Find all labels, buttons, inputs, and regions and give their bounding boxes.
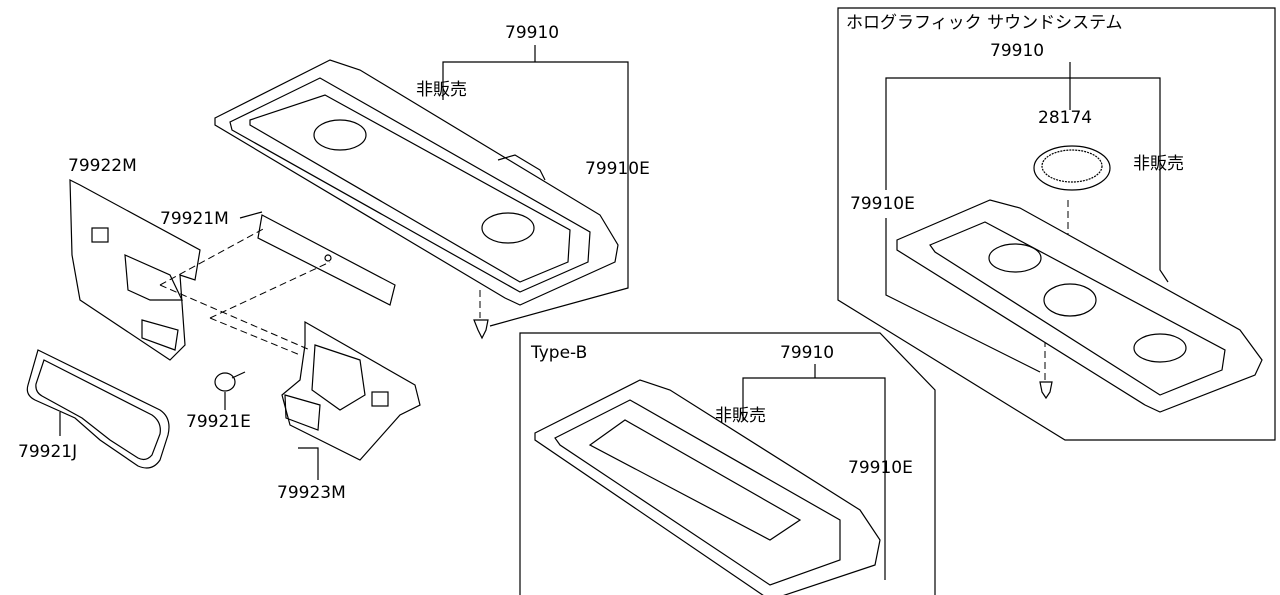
speaker-grille-28174[interactable] xyxy=(1033,145,1111,191)
clip-79921E[interactable] xyxy=(214,371,246,405)
type-b-box xyxy=(519,332,936,595)
type-b-label-not-sold: 非販売 xyxy=(715,406,766,426)
rear-parcel-shelf-79910[interactable] xyxy=(214,59,619,306)
holographic-title: ホログラフィック サウンドシステム xyxy=(846,13,1123,33)
seal-79921J[interactable] xyxy=(26,349,319,480)
label-79923M: 79923M xyxy=(277,483,346,503)
holographic-label-28174: 28174 xyxy=(1038,108,1092,128)
leader-lines-main xyxy=(442,45,629,327)
label-79921M: 79921M xyxy=(160,209,229,229)
type-b-title: Type-B xyxy=(530,343,587,363)
side-trim-79922M[interactable] xyxy=(69,179,201,361)
label-79910E: 79910E xyxy=(585,159,650,179)
holographic-label-79910: 79910 xyxy=(990,41,1044,61)
assembly-dashes xyxy=(159,227,331,356)
label-79910: 79910 xyxy=(505,23,559,43)
label-79922M: 79922M xyxy=(68,156,137,176)
holographic-label-not-sold: 非販売 xyxy=(1133,154,1184,174)
clip-79910-part[interactable] xyxy=(473,319,489,340)
label-79921J: 79921J xyxy=(18,442,77,462)
label-79921E: 79921E xyxy=(186,412,251,432)
type-b-parcel-shelf[interactable] xyxy=(534,379,881,595)
label-leaders xyxy=(224,211,263,410)
type-b-label-79910: 79910 xyxy=(780,343,834,363)
side-trim-79923M[interactable] xyxy=(281,320,421,461)
label-not-sold: 非販売 xyxy=(416,80,467,100)
holographic-label-79910E: 79910E xyxy=(850,194,915,214)
bracket-79921M[interactable] xyxy=(257,214,396,306)
holographic-parcel-shelf[interactable] xyxy=(896,199,1263,413)
type-b-label-79910E: 79910E xyxy=(848,458,913,478)
clip-holographic[interactable] xyxy=(1039,381,1053,400)
